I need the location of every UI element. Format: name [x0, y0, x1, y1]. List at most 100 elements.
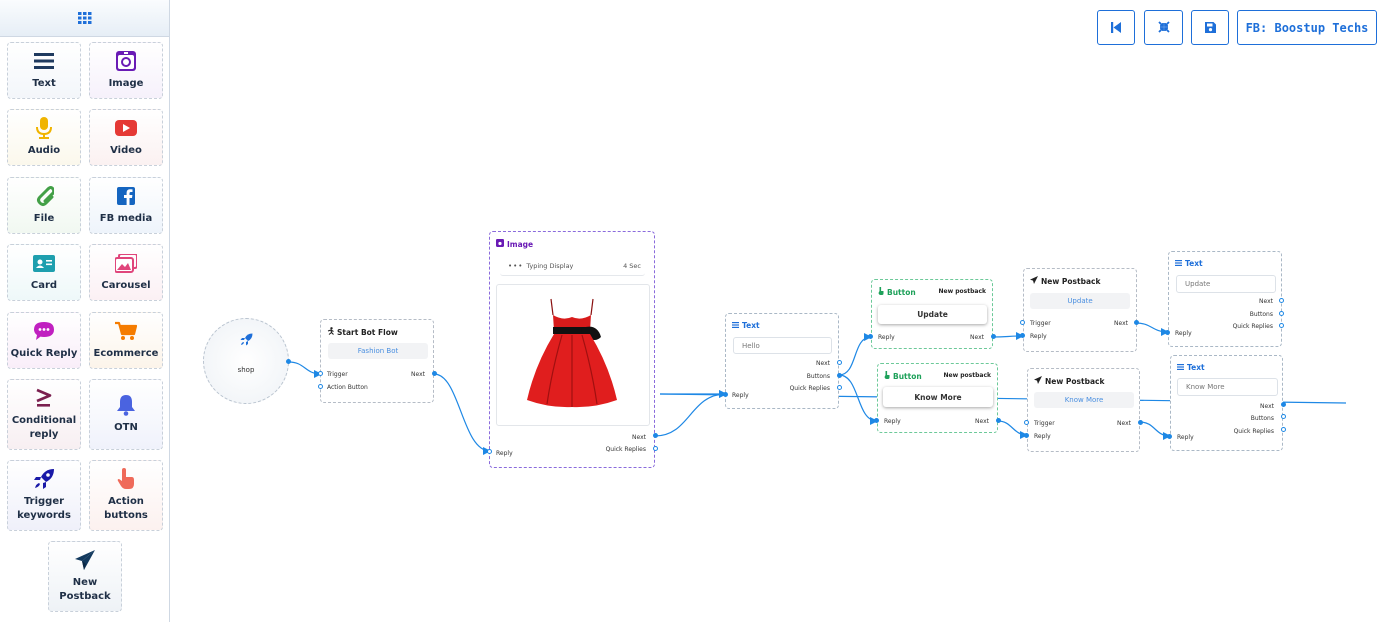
- tool-audio[interactable]: Audio: [7, 109, 81, 166]
- buttons-port-label: Buttons: [1250, 415, 1274, 422]
- reply-port[interactable]: [868, 334, 873, 339]
- page-selector-button[interactable]: FB: Boostup Techs: [1237, 10, 1377, 45]
- button-preview[interactable]: Know More: [883, 387, 993, 407]
- tool-new-postback[interactable]: New Postback: [48, 541, 122, 612]
- buttons-port[interactable]: [1281, 414, 1286, 419]
- tool-ecommerce[interactable]: Ecommerce: [89, 312, 163, 369]
- reply-port[interactable]: [1020, 333, 1025, 338]
- next-port-label: Next: [411, 371, 425, 378]
- next-port[interactable]: [653, 433, 658, 438]
- quick-replies-port-label: Quick Replies: [605, 446, 646, 453]
- tool-trigger-keywords[interactable]: Trigger keywords: [7, 460, 81, 531]
- node-title: Text: [1175, 259, 1203, 268]
- text-node-know-more[interactable]: Text Know More Next Buttons Quick Replie…: [1170, 355, 1283, 451]
- grid-icon: [77, 9, 92, 28]
- start-flow-name-field[interactable]: Fashion Bot: [328, 343, 428, 359]
- buttons-port[interactable]: [837, 373, 842, 378]
- sidebar-header[interactable]: [0, 0, 169, 37]
- typing-display-field[interactable]: ••• Typing Display 4 Sec: [500, 257, 645, 276]
- next-port-label: Next: [1117, 420, 1131, 427]
- reply-port[interactable]: [1167, 434, 1172, 439]
- next-port[interactable]: [1279, 298, 1284, 303]
- reply-port-label: Reply: [1034, 433, 1051, 440]
- pointer-hand-icon: [115, 468, 137, 490]
- next-port[interactable]: [1138, 420, 1143, 425]
- button-node-know-more[interactable]: Button New postback Know More Reply Next: [877, 363, 998, 433]
- tool-label: New Postback: [59, 577, 111, 602]
- reply-port[interactable]: [1024, 433, 1029, 438]
- wire: [838, 333, 872, 376]
- text-lines-icon: [732, 321, 739, 330]
- reply-port[interactable]: [487, 449, 492, 454]
- bell-icon: [115, 394, 137, 416]
- message-field[interactable]: Update: [1176, 275, 1276, 293]
- save-button[interactable]: [1191, 10, 1229, 45]
- postback-node-know-more[interactable]: New Postback Know More Trigger Next Repl…: [1027, 368, 1140, 452]
- skip-back-icon: [1111, 18, 1121, 37]
- tool-label: Image: [108, 78, 144, 89]
- quick-replies-port[interactable]: [653, 446, 658, 451]
- reply-port[interactable]: [874, 418, 879, 423]
- tool-card[interactable]: Card: [7, 244, 81, 301]
- node-title: New Postback: [1030, 276, 1100, 286]
- quick-replies-port[interactable]: [1281, 427, 1286, 432]
- next-port[interactable]: [837, 360, 842, 365]
- image-node[interactable]: Image ••• Typing Display 4 Sec Next Quic…: [489, 231, 655, 468]
- tool-image[interactable]: Image: [89, 42, 163, 99]
- text-node-hello[interactable]: Text Hello Next Buttons Quick Replies Re…: [725, 313, 839, 409]
- collapse-button[interactable]: [1144, 10, 1183, 45]
- tool-video[interactable]: Video: [89, 109, 163, 166]
- reply-port[interactable]: [1165, 330, 1170, 335]
- tool-conditional-reply[interactable]: Conditional reply: [7, 379, 81, 450]
- tool-carousel[interactable]: Carousel: [89, 244, 163, 301]
- node-title: Button: [878, 287, 916, 297]
- greater-equal-icon: [33, 387, 55, 409]
- paper-plane-icon: [1030, 276, 1038, 286]
- tool-fb-media[interactable]: FB media: [89, 177, 163, 234]
- node-title: Image: [496, 239, 533, 249]
- postback-node-update[interactable]: New Postback Update Trigger Next Reply: [1023, 268, 1137, 352]
- next-port[interactable]: [991, 334, 996, 339]
- quick-replies-port[interactable]: [837, 385, 842, 390]
- text-node-update[interactable]: Text Update Next Buttons Quick Replies R…: [1168, 251, 1282, 347]
- reply-port[interactable]: [723, 392, 728, 397]
- buttons-port-label: Buttons: [806, 373, 830, 380]
- buttons-port[interactable]: [1279, 311, 1284, 316]
- tool-file[interactable]: File: [7, 177, 81, 234]
- wire: [433, 373, 491, 455]
- text-lines-icon: [1175, 259, 1182, 268]
- tool-label: Ecommerce: [93, 348, 159, 359]
- start-circle-label: shop: [237, 366, 255, 374]
- trigger-port[interactable]: [318, 371, 323, 376]
- button-node-update[interactable]: Button New postback Update Reply Next: [871, 279, 993, 349]
- postback-name-field[interactable]: Know More: [1034, 392, 1134, 408]
- reply-port-label: Reply: [732, 392, 749, 399]
- trigger-port[interactable]: [1024, 420, 1029, 425]
- start-output-port[interactable]: [286, 359, 291, 364]
- postback-name-field[interactable]: Update: [1030, 293, 1130, 309]
- message-field[interactable]: Know More: [1177, 378, 1278, 396]
- quick-replies-port[interactable]: [1279, 323, 1284, 328]
- image-icon: [115, 50, 137, 72]
- next-port[interactable]: [1281, 402, 1286, 407]
- chat-bubble-icon: [33, 320, 55, 342]
- trigger-port[interactable]: [1020, 320, 1025, 325]
- first-step-button[interactable]: [1097, 10, 1135, 45]
- message-field[interactable]: Hello: [733, 337, 832, 354]
- tool-label: Trigger keywords: [17, 496, 71, 521]
- next-port[interactable]: [432, 371, 437, 376]
- start-circle[interactable]: shop: [203, 318, 289, 404]
- tool-label: Video: [110, 145, 142, 156]
- tool-text[interactable]: Text: [7, 42, 81, 99]
- action-button-port[interactable]: [318, 384, 323, 389]
- next-port[interactable]: [996, 418, 1001, 423]
- paperclip-icon: [33, 185, 55, 207]
- tool-action-buttons[interactable]: Action buttons: [89, 460, 163, 531]
- elements-sidebar: Text Image Audio Video File FB media Car…: [0, 0, 170, 622]
- next-port[interactable]: [1134, 320, 1139, 325]
- tool-quick-reply[interactable]: Quick Reply: [7, 312, 81, 369]
- start-bot-flow-node[interactable]: Start Bot Flow Fashion Bot Trigger Actio…: [320, 319, 434, 403]
- text-lines-icon: [1177, 363, 1184, 372]
- tool-otn[interactable]: OTN: [89, 379, 163, 450]
- button-preview[interactable]: Update: [878, 305, 987, 324]
